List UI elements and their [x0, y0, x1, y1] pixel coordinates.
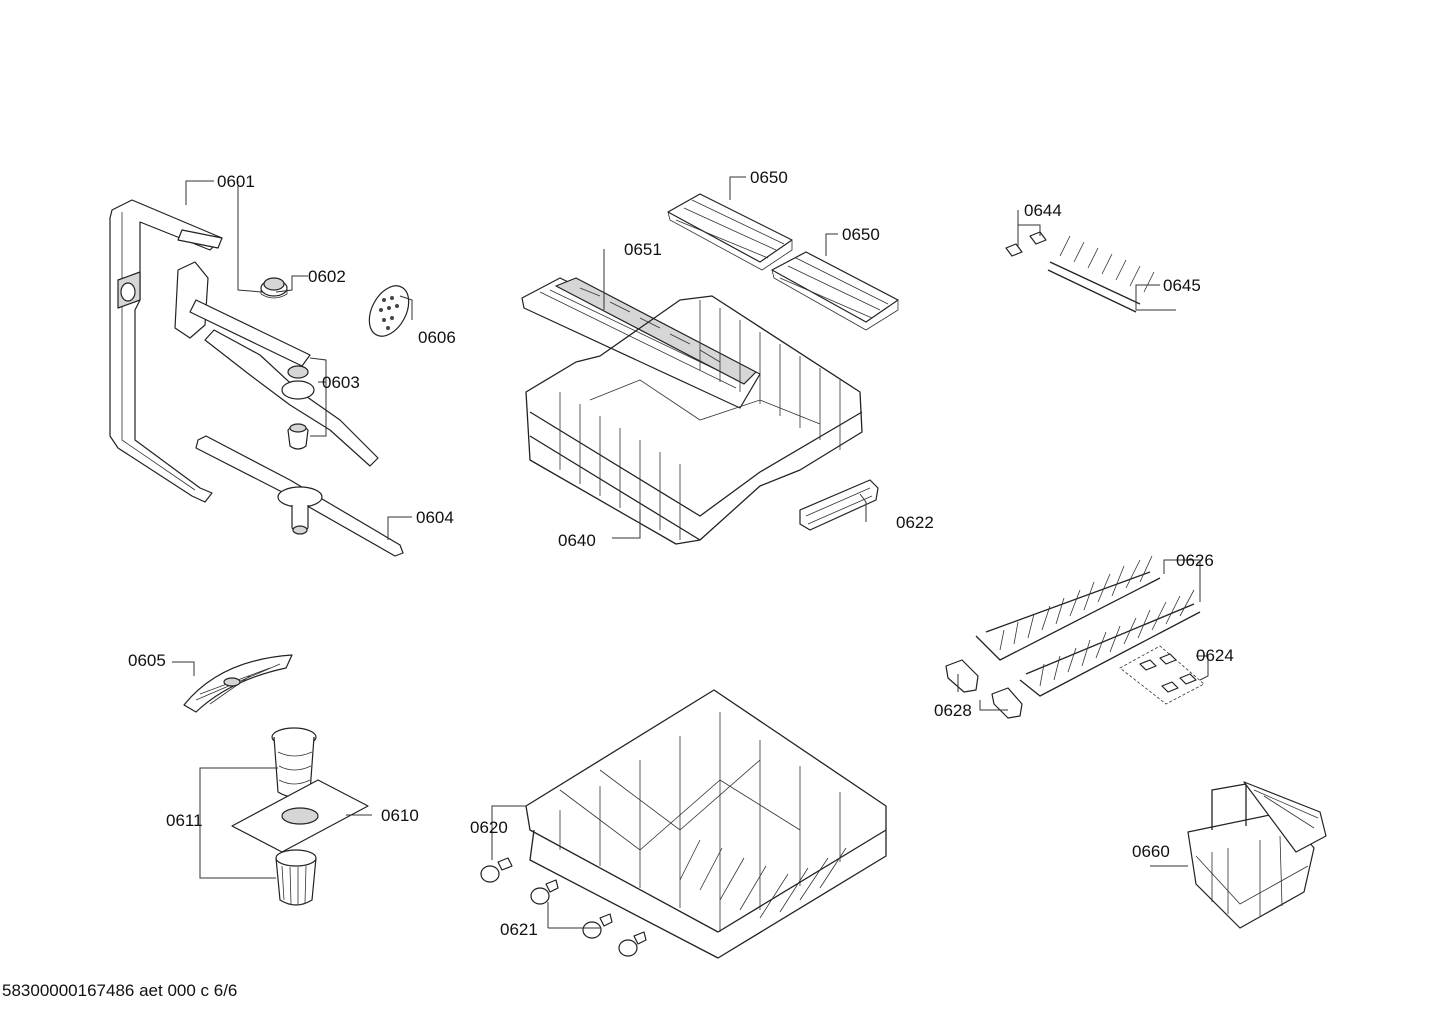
- lower-basket-drawing: [525, 689, 887, 959]
- part-label-0645: 0645: [1163, 276, 1201, 295]
- castor-wheel-drawing: [480, 857, 647, 957]
- upper-basket-drawing: [525, 295, 863, 545]
- filter-assembly-drawing: [231, 727, 369, 906]
- part-label-0640: 0640: [558, 531, 596, 550]
- part-label-0650-a: 0650: [750, 168, 788, 187]
- cutlery-drawer-drawing: [521, 277, 761, 409]
- part-label-0628: 0628: [934, 701, 972, 720]
- spray-arm-supply-pipe-drawing: [109, 199, 223, 503]
- upper-spray-arm-drawing: [174, 261, 379, 467]
- part-label-0610: 0610: [381, 806, 419, 825]
- cutlery-tray-insert-a-drawing: [667, 193, 793, 271]
- rack-clips-drawing: [1119, 645, 1205, 705]
- part-label-0626: 0626: [1176, 551, 1214, 570]
- pipe-nut-drawing: [260, 277, 288, 299]
- part-label-0620: 0620: [470, 818, 508, 837]
- tine-holder-drawing: [945, 659, 1023, 719]
- part-label-0605: 0605: [128, 651, 166, 670]
- lower-spray-arm-drawing: [195, 435, 404, 557]
- part-labels: 0601 0602 0603 0604 0605 0606 0610 0611 …: [128, 168, 1234, 939]
- part-label-0660: 0660: [1132, 842, 1170, 861]
- part-label-0604: 0604: [416, 508, 454, 527]
- part-label-0622: 0622: [896, 513, 934, 532]
- part-label-0603: 0603: [322, 373, 360, 392]
- part-label-0611: 0611: [166, 811, 203, 830]
- fold-down-tines-drawing: [975, 555, 1201, 697]
- round-filter-disc-drawing: [368, 285, 410, 337]
- basket-handle-drawing: [799, 479, 879, 531]
- part-label-0601: 0601: [217, 172, 255, 191]
- part-label-0644: 0644: [1024, 201, 1062, 220]
- part-label-0621: 0621: [500, 920, 538, 939]
- part-label-0606: 0606: [418, 328, 456, 347]
- part-label-0651: 0651: [624, 240, 662, 259]
- document-footer: 58300000167486 aet 000 c 6/6: [2, 981, 238, 1000]
- part-label-0624: 0624: [1196, 646, 1234, 665]
- cutlery-basket-drawing: [1187, 781, 1327, 929]
- microfilter-cover-drawing: [183, 654, 293, 713]
- cutlery-tray-insert-b-drawing: [771, 251, 899, 331]
- leader-lines: [172, 176, 1209, 929]
- rack-clip-drawing: [1005, 231, 1047, 257]
- part-label-0650-b: 0650: [842, 225, 880, 244]
- cup-rack-drawing: [1047, 235, 1155, 313]
- part-label-0602: 0602: [308, 267, 346, 286]
